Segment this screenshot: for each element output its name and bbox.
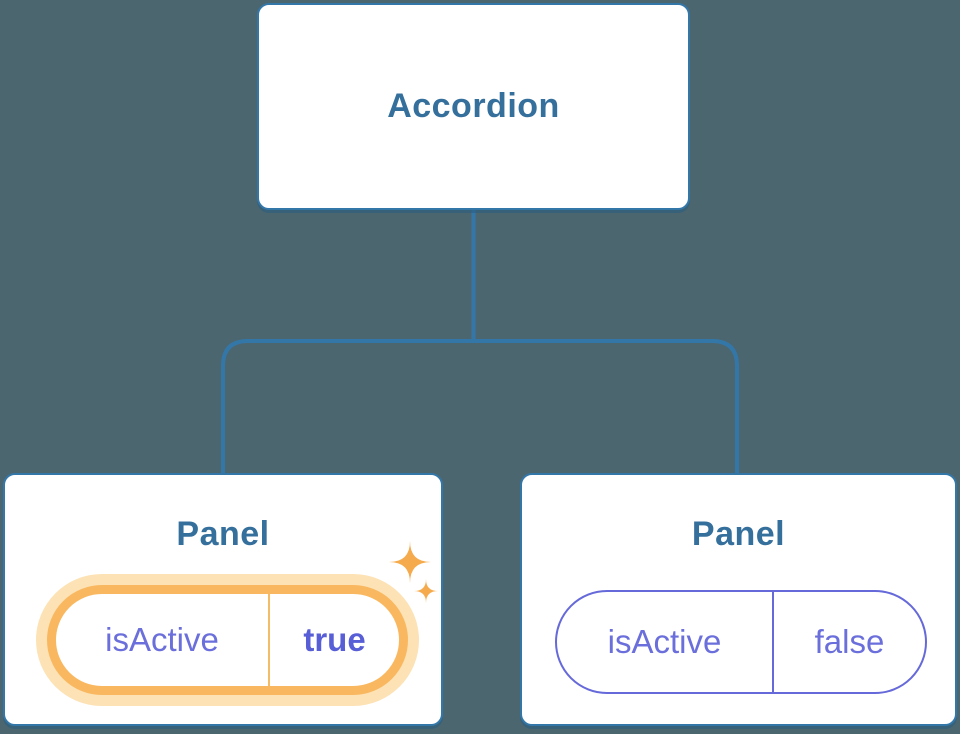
panel-title: Panel: [176, 515, 270, 553]
sparkles-icon: [389, 541, 438, 603]
accordion-node: Accordion: [257, 3, 690, 210]
connector-branch: [221, 339, 739, 473]
sparkle-large: [389, 541, 431, 583]
accordion-label: Accordion: [387, 87, 560, 125]
panel-node-active: Panel isActive true: [3, 473, 443, 726]
sparkle-small: [414, 579, 438, 603]
state-pill-active: isActive true: [47, 585, 408, 695]
state-pill-inactive: isActive false: [555, 590, 927, 694]
pill-divider: [268, 594, 270, 686]
state-value-label: true: [303, 621, 366, 658]
state-name-label: isActive: [607, 623, 722, 660]
panel-node-inactive: Panel isActive false: [520, 473, 957, 726]
panel-title: Panel: [691, 515, 786, 553]
state-name-label: isActive: [105, 621, 219, 658]
state-value-label: false: [814, 623, 885, 660]
pill-divider: [772, 592, 774, 692]
